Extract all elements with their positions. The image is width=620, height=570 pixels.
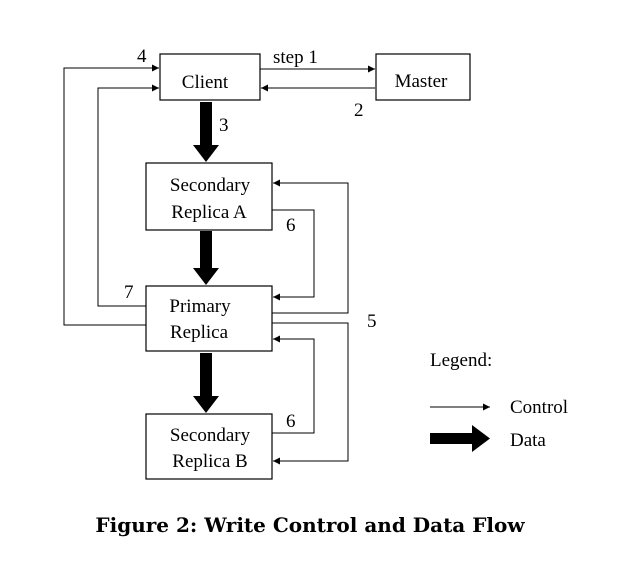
master-label: Master	[395, 71, 448, 92]
secondary-replica-a-node: Secondary Replica A	[145, 162, 273, 231]
master-node: Master	[375, 53, 471, 101]
figure-caption: Figure 2: Write Control and Data Flow	[95, 513, 525, 537]
data-arrow-primary-to-secondary-b	[193, 353, 219, 413]
primary-replica-box	[145, 285, 273, 352]
control-arrow-step4	[63, 64, 159, 326]
label-step3: 3	[219, 115, 229, 136]
secondary-replica-a-label-line1: Secondary	[170, 175, 251, 196]
legend-data-arrow-icon	[430, 425, 490, 452]
client-node: Client	[159, 53, 261, 101]
primary-replica-label-line1: Primary	[169, 296, 231, 317]
label-step1: step 1	[273, 47, 318, 68]
master-box	[375, 53, 471, 101]
secondary-replica-a-label-line2: Replica A	[171, 202, 247, 223]
label-step6-b: 6	[286, 411, 296, 432]
secondary-replica-b-label-line2: Replica B	[172, 451, 247, 472]
legend: Legend: Control Data	[430, 350, 568, 452]
control-arrow-step5-to-secondary-a	[272, 179, 349, 314]
primary-replica-node: Primary Replica	[145, 285, 273, 352]
control-arrow-step7	[97, 84, 159, 307]
client-box	[159, 53, 261, 101]
label-step2: 2	[354, 100, 364, 121]
client-label: Client	[182, 72, 229, 93]
secondary-replica-b-label-line1: Secondary	[170, 425, 251, 446]
secondary-replica-a-box	[145, 162, 273, 231]
label-step6-a: 6	[286, 215, 296, 236]
data-arrow-client-to-secondary-a	[193, 102, 219, 162]
secondary-replica-b-node: Secondary Replica B	[145, 413, 273, 480]
label-step5: 5	[367, 311, 377, 332]
secondary-replica-b-box	[145, 413, 273, 480]
control-arrow-step5-to-secondary-b	[272, 322, 349, 465]
control-arrow-step6-from-secondary-b	[272, 335, 315, 434]
label-step4: 4	[137, 46, 147, 67]
legend-data-label: Data	[510, 430, 546, 451]
legend-control-label: Control	[510, 397, 568, 418]
label-step7: 7	[124, 282, 134, 303]
legend-title: Legend:	[430, 350, 492, 371]
primary-replica-label-line2: Replica	[170, 322, 229, 343]
data-arrow-secondary-a-to-primary	[193, 231, 219, 285]
control-arrow-step6-from-secondary-a	[272, 209, 315, 301]
